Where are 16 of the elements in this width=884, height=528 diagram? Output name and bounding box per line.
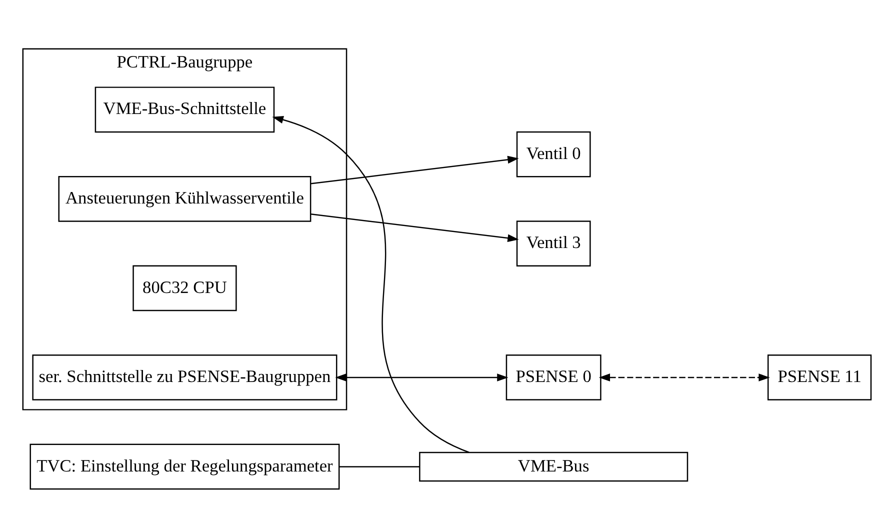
node-box: TVC: Einstellung der Regelungsparameter (30, 444, 340, 490)
arrow (310, 214, 519, 242)
arrow (272, 116, 470, 453)
node-box: ser. Schnittstelle zu PSENSE-Baugruppen (32, 354, 338, 400)
node-box: 80C32 CPU (132, 265, 237, 312)
arrow (310, 156, 519, 184)
connector (339, 466, 420, 468)
node-box: Ansteuerungen Kühlwasserventile (58, 176, 312, 222)
arrow (598, 374, 770, 382)
node-box: Ventil 3 (516, 220, 591, 266)
node-box: Ventil 0 (516, 131, 591, 178)
node-box: VME-Bus-Schnittstelle (94, 86, 275, 133)
node-box: PSENSE 11 (767, 354, 872, 400)
node-box: PSENSE 0 (506, 354, 602, 400)
node-box: VME-Bus (419, 452, 688, 482)
arrow (335, 374, 508, 382)
